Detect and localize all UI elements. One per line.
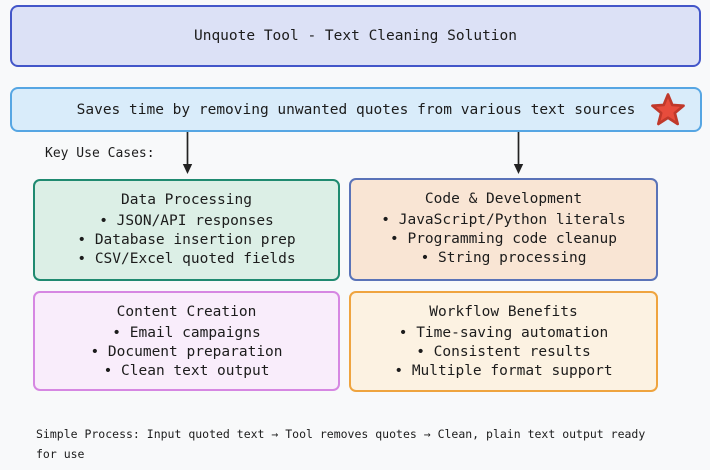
card-item: String processing bbox=[351, 249, 656, 268]
title-text: Unquote Tool - Text Cleaning Solution bbox=[193, 28, 517, 44]
arrow-head bbox=[513, 164, 524, 174]
process-note: Simple Process: Input quoted text → Tool… bbox=[36, 427, 646, 461]
card-item: JSON/API responses bbox=[35, 212, 338, 231]
subtitle-text: Saves time by removing unwanted quotes f… bbox=[76, 101, 636, 118]
card-item: Consistent results bbox=[351, 343, 656, 362]
star-icon bbox=[651, 92, 685, 125]
card-item: JavaScript/Python literals bbox=[351, 211, 656, 230]
card-item: Programming code cleanup bbox=[351, 230, 656, 249]
subtitle-banner: Saves time by removing unwanted quotes f… bbox=[10, 87, 702, 132]
arrow-head bbox=[182, 164, 193, 174]
down-arrow-icon bbox=[513, 132, 524, 174]
use-case-card-data-processing: Data Processing JSON/API responses Datab… bbox=[33, 179, 340, 281]
title-banner: Unquote Tool - Text Cleaning Solution bbox=[10, 5, 701, 67]
down-arrow-icon bbox=[182, 132, 193, 174]
card-title: Data Processing bbox=[121, 192, 252, 208]
card-item: Clean text output bbox=[35, 362, 338, 381]
use-case-card-content-creation: Content Creation Email campaigns Documen… bbox=[33, 291, 340, 391]
star-shape bbox=[651, 92, 685, 125]
use-case-card-code-development: Code & Development JavaScript/Python lit… bbox=[349, 178, 658, 281]
card-item: Database insertion prep bbox=[35, 231, 338, 250]
card-item: Time-saving automation bbox=[351, 324, 656, 343]
key-use-cases-label: Key Use Cases: bbox=[45, 146, 155, 161]
card-item: Document preparation bbox=[35, 343, 338, 362]
use-case-card-workflow-benefits: Workflow Benefits Time-saving automation… bbox=[349, 291, 658, 392]
card-item: CSV/Excel quoted fields bbox=[35, 250, 338, 269]
card-title: Content Creation bbox=[116, 304, 257, 320]
card-title: Code & Development bbox=[424, 191, 583, 207]
card-item: Multiple format support bbox=[351, 362, 656, 381]
card-item: Email campaigns bbox=[35, 324, 338, 343]
card-title: Workflow Benefits bbox=[429, 304, 578, 320]
